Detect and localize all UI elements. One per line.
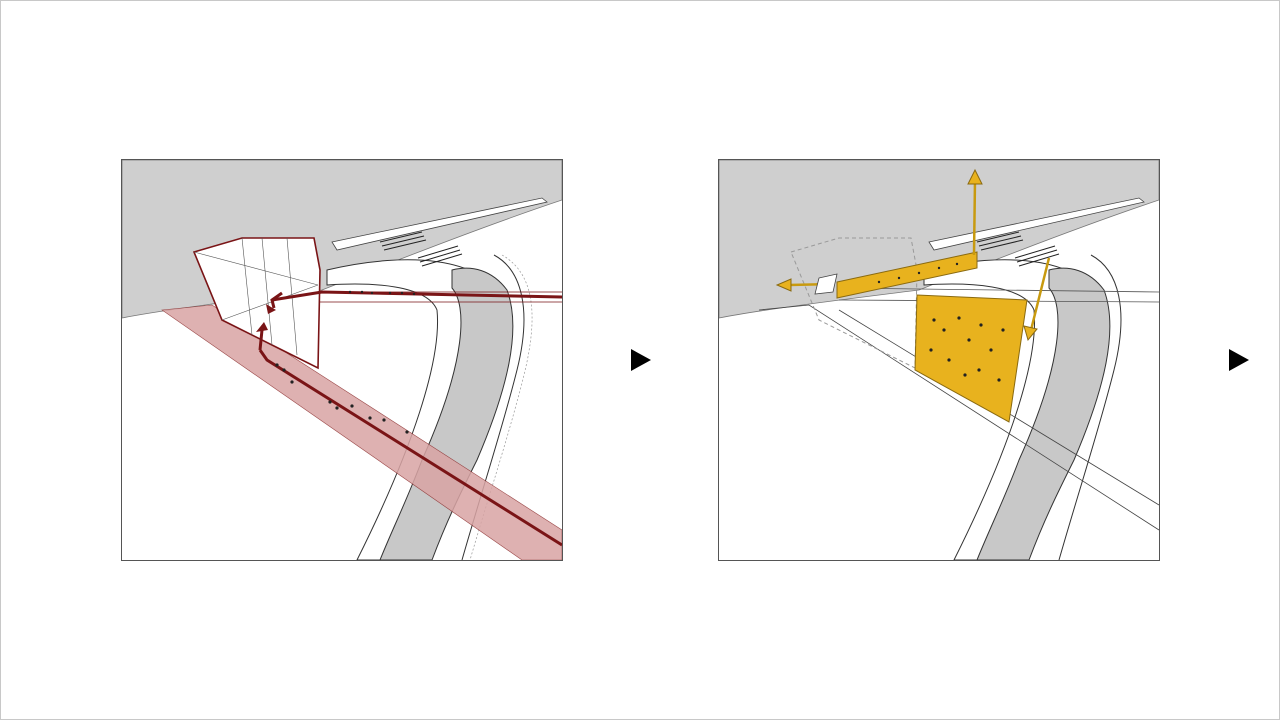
play-arrow-icon[interactable] [631,349,651,371]
play-arrow-icon[interactable] [1229,349,1249,371]
program-upper-deck [836,251,978,299]
arrow-up-icon [967,168,983,185]
people-figures [877,262,1005,382]
route-turn-arrow [270,291,283,309]
diagonal-arrow-line [1029,257,1051,331]
program-diagram-drawing [719,160,1159,560]
ramp-surface [976,267,1111,560]
route-upper-edge [320,291,562,303]
ramp-surface [379,267,514,560]
ramp-guide-line [469,254,533,560]
circulation-band [161,304,562,560]
people-figures [275,290,416,434]
building-volume [192,237,321,370]
route-arrowhead-down [266,304,276,314]
small-box [814,273,838,295]
arrow-down-icon [1023,325,1038,342]
platform-strip [928,197,1145,251]
platform-strip [331,197,548,251]
circulation-diagram-drawing [122,160,562,560]
seating-rows [379,231,463,267]
diagram-panel-program [718,159,1160,561]
route-arrowhead-up [256,322,268,332]
band-outline [758,304,1159,531]
vertical-arrow-line [972,179,977,256]
arrow-left-icon [775,278,792,292]
route-rise-line [258,329,264,351]
diagram-panel-circulation [121,159,563,561]
program-lower-plaza [914,294,1028,423]
seating-rows [976,231,1060,267]
ramp-outer-edge [1058,254,1122,560]
route-lower-line [258,349,562,547]
